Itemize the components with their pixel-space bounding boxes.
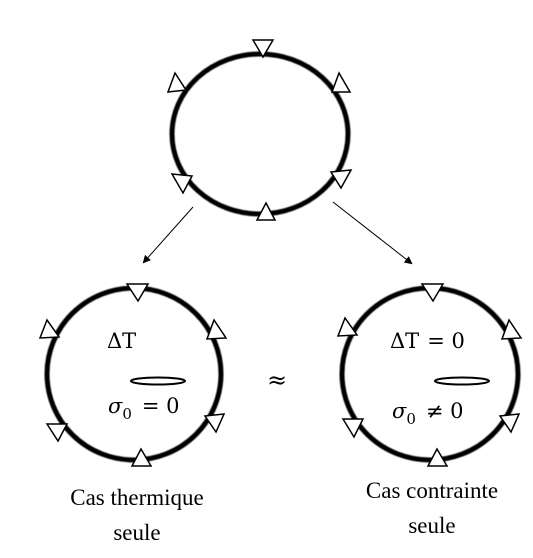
support-triangle xyxy=(203,413,226,434)
support-triangle xyxy=(125,283,150,303)
support-triangle xyxy=(500,318,523,340)
support-triangle xyxy=(330,71,352,93)
left-caption-line1: Cas thermique xyxy=(70,485,204,510)
left-circle xyxy=(44,285,224,463)
support-triangle xyxy=(426,447,449,467)
support-triangle xyxy=(336,316,359,337)
support-triangle xyxy=(166,71,188,93)
support-triangle xyxy=(205,318,228,340)
support-triangle xyxy=(498,413,521,434)
support-triangle xyxy=(130,447,153,467)
left-crack xyxy=(130,376,186,386)
equivalence-symbol: ≈ xyxy=(267,366,287,394)
right-sigma-label: σ0≠ 0 xyxy=(392,399,464,428)
right-caption-line2: seule xyxy=(408,513,455,538)
left-sigma-label: σ0= 0 xyxy=(108,394,180,423)
support-triangle xyxy=(341,418,365,439)
right-circle xyxy=(339,285,521,463)
support-triangle xyxy=(251,39,275,59)
left-circle-supports xyxy=(38,283,228,467)
arrow-to-thermal-case xyxy=(142,206,194,264)
top-circle xyxy=(169,51,351,217)
top-circle-supports xyxy=(166,39,353,221)
support-triangle xyxy=(170,173,194,195)
left-delta-t-label: ΔT xyxy=(107,329,136,353)
right-delta-t-label: ΔT= 0 xyxy=(390,329,465,353)
arrow-to-stress-case xyxy=(332,201,413,265)
support-triangle xyxy=(329,169,353,190)
support-triangle xyxy=(420,283,445,303)
support-triangle xyxy=(255,201,277,221)
right-caption-line1: Cas contrainte xyxy=(366,478,498,503)
support-triangle xyxy=(38,318,61,339)
support-triangle xyxy=(45,423,69,443)
left-caption-line2: seule xyxy=(113,520,160,545)
right-circle-supports xyxy=(336,283,523,467)
right-crack xyxy=(434,376,490,386)
